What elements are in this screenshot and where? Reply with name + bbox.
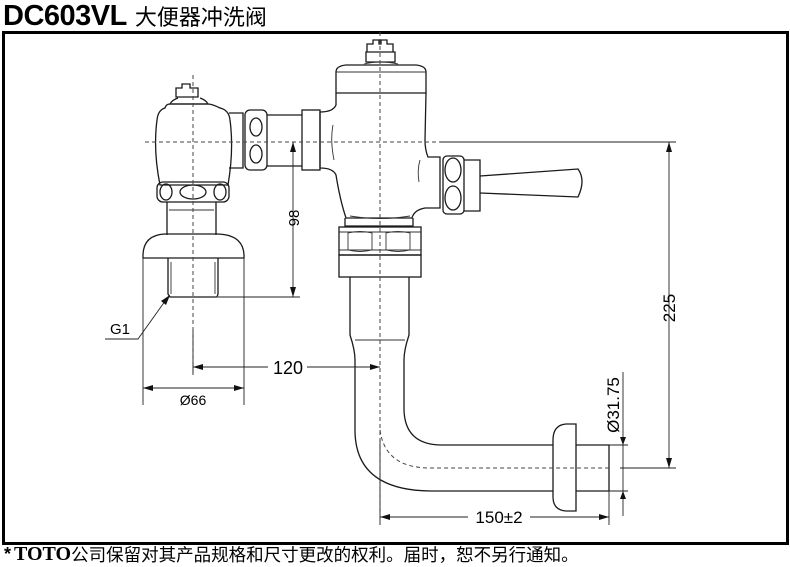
connecting-pipe	[244, 109, 321, 171]
callout-g1-label: G1	[110, 321, 130, 338]
footnote-star: *	[4, 544, 12, 564]
brand-name: TOTO	[14, 543, 72, 565]
stop-valve-body	[154, 103, 233, 186]
product-name: 大便器冲洗阀	[134, 6, 267, 31]
pipe-spud-flange	[552, 423, 577, 512]
handle-collar	[442, 155, 465, 215]
valve-cap	[335, 64, 427, 94]
top-screw	[366, 39, 394, 52]
center-lines	[145, 32, 610, 515]
dim-diameter-66-label: Ø66	[180, 392, 207, 408]
flush-pipe	[349, 277, 610, 512]
pipe-union	[244, 109, 268, 171]
drawing-frame	[2, 31, 789, 545]
valve-body	[319, 92, 441, 219]
handle-lever	[479, 168, 583, 198]
dim-120-label: 120	[273, 358, 303, 378]
dim-diameter-outlet-label: Ø31.75	[604, 377, 623, 433]
dim-98-label: 98	[286, 210, 303, 227]
dimension-lines	[105, 141, 676, 525]
dim-225-label: 225	[660, 294, 679, 322]
model-number: DC603VL	[3, 0, 127, 32]
thread-nipple	[167, 258, 219, 298]
disclaimer-text: 公司保留对其产品规格和尺寸更改的权利。届时，恕不另行通知。	[71, 546, 579, 566]
page-title: DC603VL 大便器冲洗阀	[3, 0, 267, 32]
flush-valve	[319, 39, 583, 278]
dim-150-label: 150±2	[475, 508, 522, 527]
disclaimer: * TOTO 公司保留对其产品规格和尺寸更改的权利。届时，恕不另行通知。	[4, 542, 579, 567]
escutcheon	[142, 233, 245, 259]
stop-valve-cap	[175, 83, 199, 98]
